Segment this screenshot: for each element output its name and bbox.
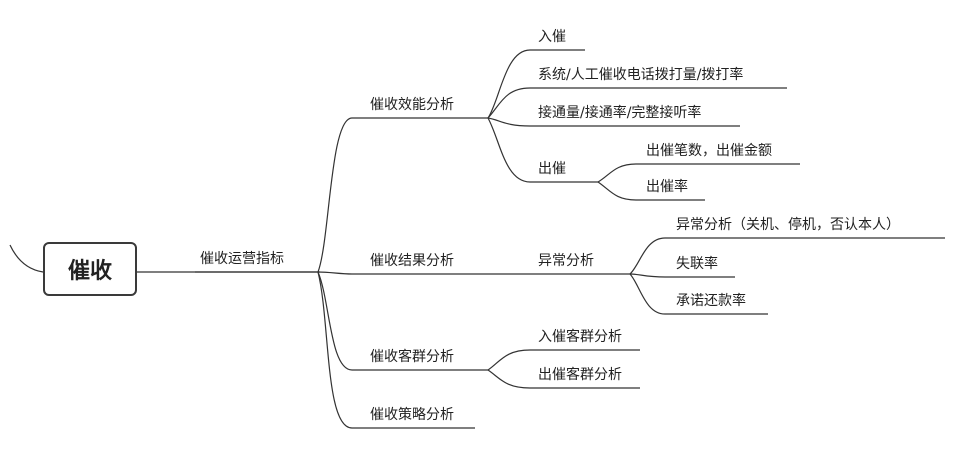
root-label: 催收: [67, 259, 112, 284]
node-abnormal-analysis[interactable]: 异常分析: [538, 253, 594, 269]
node-segment-analysis[interactable]: 催收客群分析: [370, 349, 454, 365]
node-in-segment[interactable]: 入催客群分析: [538, 329, 622, 345]
edge-abnormal-detail: [629, 237, 666, 275]
node-chucui-rate[interactable]: 出催率: [646, 179, 688, 195]
node-dial-volume[interactable]: 系统/人工催收电话拨打量/拨打率: [538, 67, 744, 83]
edge-level1-strategy: [317, 271, 353, 429]
edge-abnormal-promise: [629, 273, 666, 315]
node-efficiency-analysis[interactable]: 催收效能分析: [370, 97, 454, 113]
edge-chucui-count: [597, 163, 637, 183]
node-strategy-analysis[interactable]: 催收策略分析: [370, 407, 454, 423]
root-node[interactable]: 催收: [43, 242, 137, 296]
node-result-analysis[interactable]: 催收结果分析: [370, 253, 454, 269]
node-abnormal-detail[interactable]: 异常分析（关机、停机，否认本人）: [676, 217, 900, 233]
edge-level1-segment: [317, 271, 353, 371]
node-rucui[interactable]: 入催: [538, 29, 566, 45]
node-connect-rate[interactable]: 接通量/接通率/完整接听率: [538, 105, 702, 121]
node-ops-metrics[interactable]: 催收运营指标: [200, 251, 284, 267]
edge-eff-connect: [487, 117, 531, 127]
edge-abnormal-lost: [629, 273, 666, 278]
edge-chucui-rate: [597, 181, 637, 201]
node-chucui[interactable]: 出催: [538, 161, 566, 177]
edge-level1-result: [317, 271, 353, 275]
node-chucui-count-amount[interactable]: 出催笔数，出催金额: [646, 143, 772, 159]
edge-seg-out: [487, 369, 531, 389]
node-promise-repay-rate[interactable]: 承诺还款率: [676, 293, 746, 309]
edge-eff-rucui: [487, 49, 531, 119]
edge-level1-efficiency: [317, 117, 353, 273]
node-lost-contact-rate[interactable]: 失联率: [676, 256, 718, 272]
edge-seg-in: [487, 349, 531, 371]
node-out-segment[interactable]: 出催客群分析: [538, 367, 622, 383]
edge-eff-dial: [487, 87, 531, 119]
edge-eff-chucui: [487, 117, 531, 183]
edge-offscreen-parent: [9, 244, 44, 273]
